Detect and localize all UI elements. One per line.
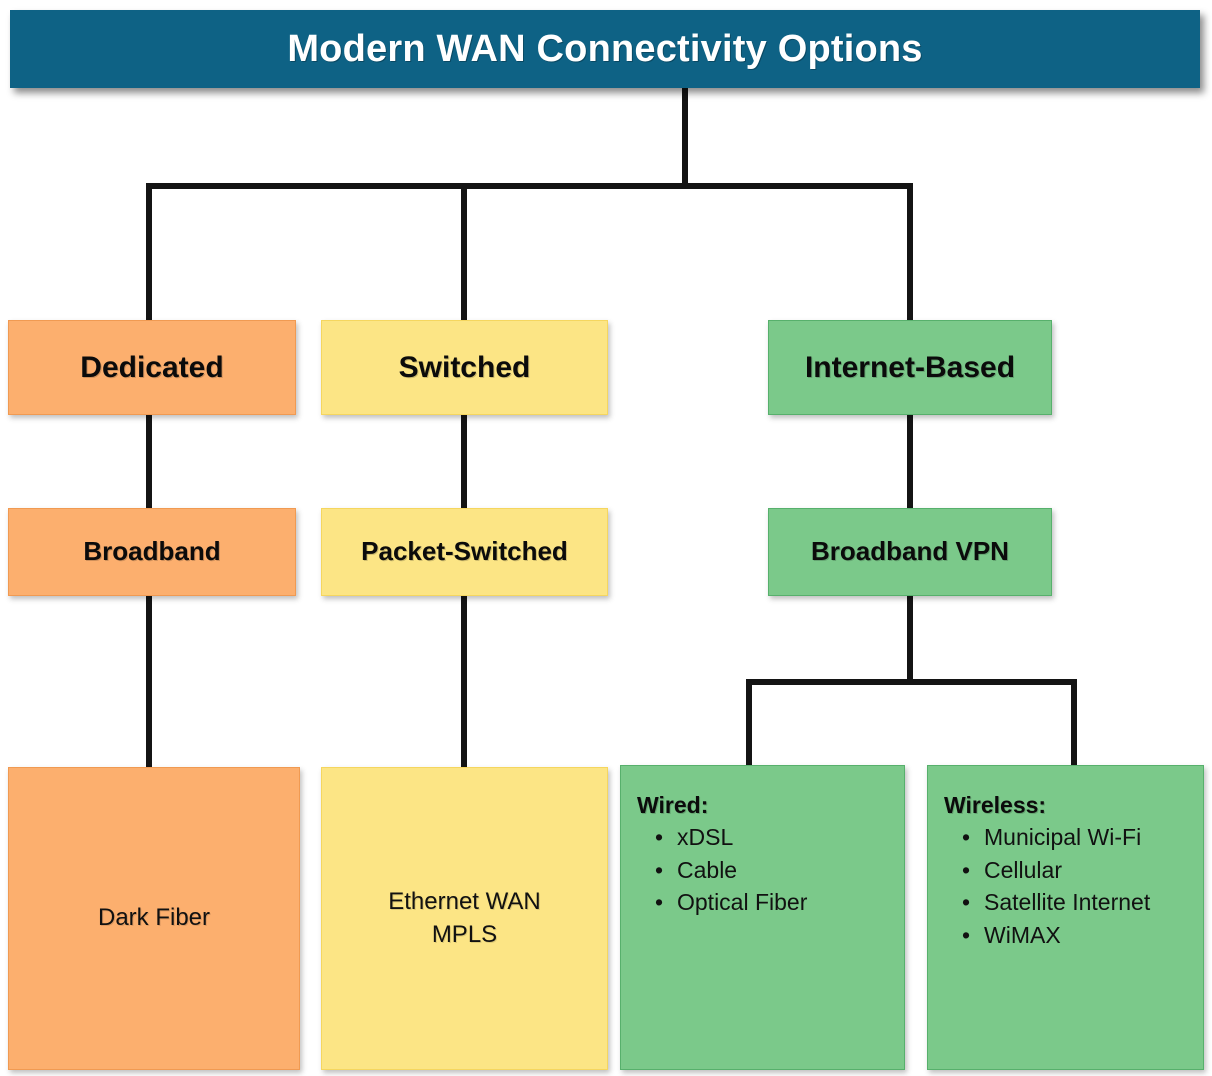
node-dedicated[interactable]: Dedicated: [8, 320, 296, 415]
connector-broadband-to-dark-fiber: [146, 596, 152, 767]
list-item: • Cellular: [962, 854, 1150, 887]
list-item-label: Municipal Wi-Fi: [984, 824, 1142, 850]
connector-drop-dedicated: [146, 183, 152, 322]
bullet-icon: •: [655, 889, 664, 916]
node-ethernet-wan-mpls-label: Ethernet WAN MPLS: [388, 886, 541, 951]
list-item: • Cable: [655, 854, 807, 887]
node-packet-switched-label: Packet-Switched: [361, 536, 568, 567]
leaf-line-ethernet-wan: Ethernet WAN: [388, 888, 541, 916]
node-switched-label: Switched: [398, 350, 531, 384]
connector-dedicated-to-broadband: [146, 413, 152, 510]
list-item: • Optical Fiber: [655, 886, 807, 919]
leaf-line-mpls: MPLS: [431, 920, 498, 948]
node-dark-fiber[interactable]: Dark Fiber: [8, 767, 300, 1070]
list-item-label: WiMAX: [984, 921, 1061, 948]
node-dedicated-label: Dedicated: [80, 350, 224, 384]
connector-drop-wireless: [1071, 679, 1077, 767]
list-item-label: Cellular: [984, 856, 1062, 883]
node-broadband-vpn[interactable]: Broadband VPN: [768, 508, 1052, 596]
list-item-label: xDSL: [677, 824, 734, 850]
node-broadband-label: Broadband: [83, 536, 221, 567]
node-ethernet-wan-mpls[interactable]: Ethernet WAN MPLS: [321, 767, 608, 1070]
list-item: • WiMAX: [962, 919, 1150, 952]
connector-level1-bus: [146, 183, 913, 189]
list-item-label: Cable: [677, 856, 738, 883]
list-item-label: Satellite Internet: [984, 889, 1151, 916]
bullet-icon: •: [962, 889, 971, 916]
wired-item-list: • xDSL • Cable • Optical Fiber: [637, 821, 807, 919]
bullet-icon: •: [655, 856, 664, 883]
connector-vpn-trunk: [907, 596, 913, 682]
list-item: • Satellite Internet: [962, 886, 1150, 919]
node-wireless[interactable]: Wireless: • Municipal Wi-Fi • Cellular •…: [927, 765, 1204, 1070]
node-broadband-vpn-label: Broadband VPN: [811, 536, 1009, 567]
connector-packet-switched-to-ethernet: [461, 596, 467, 767]
wireless-item-list: • Municipal Wi-Fi • Cellular • Satellite…: [944, 821, 1150, 952]
connector-drop-internet: [907, 183, 913, 322]
connector-drop-wired: [746, 679, 752, 767]
node-packet-switched[interactable]: Packet-Switched: [321, 508, 608, 596]
node-switched[interactable]: Switched: [321, 320, 608, 415]
node-wired[interactable]: Wired: • xDSL • Cable • Optical Fiber: [620, 765, 905, 1070]
node-wired-heading: Wired:: [637, 792, 709, 818]
diagram-title-banner: Modern WAN Connectivity Options: [10, 10, 1200, 88]
node-internet-based[interactable]: Internet-Based: [768, 320, 1052, 415]
bullet-icon: •: [962, 856, 971, 883]
node-dark-fiber-label: Dark Fiber: [97, 904, 211, 932]
list-item-label: Optical Fiber: [677, 889, 808, 916]
list-item: • Municipal Wi-Fi: [962, 821, 1150, 854]
list-item: • xDSL: [655, 821, 807, 854]
page-title: Modern WAN Connectivity Options: [287, 27, 923, 70]
connector-drop-switched: [461, 183, 467, 322]
connector-switched-to-packet-switched: [461, 413, 467, 510]
connector-root-trunk: [682, 88, 688, 189]
bullet-icon: •: [962, 921, 971, 948]
bullet-icon: •: [655, 824, 664, 850]
bullet-icon: •: [962, 824, 971, 850]
node-wireless-heading: Wireless:: [944, 792, 1047, 818]
connector-internet-to-broadband-vpn: [907, 413, 913, 510]
connector-vpn-bus: [746, 679, 1077, 685]
node-internet-based-label: Internet-Based: [804, 350, 1016, 384]
node-broadband[interactable]: Broadband: [8, 508, 296, 596]
